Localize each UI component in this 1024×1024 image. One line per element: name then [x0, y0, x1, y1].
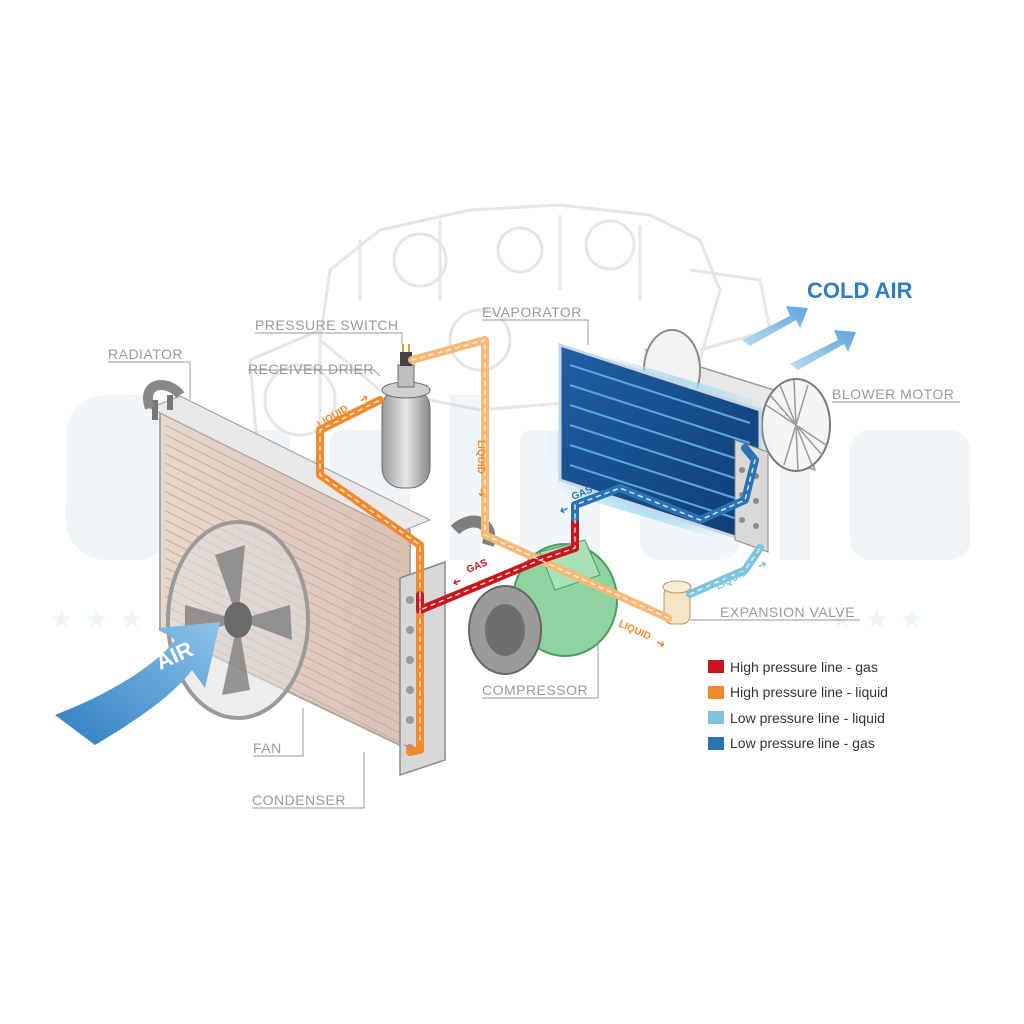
- legend-label: Low pressure line - gas: [730, 735, 875, 752]
- svg-text:★: ★: [865, 605, 888, 635]
- arrow-gas-low: ➜: [557, 502, 570, 518]
- compressor: [450, 515, 618, 675]
- pipe-label-liquid-valve: LIQUID: [617, 619, 652, 643]
- condenser-fin: [164, 424, 401, 544]
- line-legend: High pressure line - gas High pressure l…: [708, 654, 888, 756]
- cold-air-label: COLD AIR: [807, 278, 913, 303]
- callout-leaders: [108, 319, 960, 809]
- arrow-liquid-valve: ➜: [654, 636, 668, 652]
- legend-label: High pressure line - liquid: [730, 684, 888, 701]
- condenser-fin: [164, 453, 401, 572]
- condenser-fin: [164, 481, 401, 601]
- arrow-liquid-drier-out: ➜: [475, 488, 488, 497]
- callout-fan: FAN: [253, 740, 282, 756]
- legend-label: High pressure line - gas: [730, 658, 878, 675]
- refrigerant-lines: [316, 336, 764, 756]
- air-inflow-arrow: [55, 622, 220, 745]
- fan: [166, 520, 310, 720]
- legend-swatch-low-liquid: [708, 711, 724, 725]
- receiver-drier: [381, 364, 431, 489]
- callout-compressor: COMPRESSOR: [482, 682, 589, 698]
- condenser-fin: [164, 434, 401, 553]
- legend-label: Low pressure line - liquid: [730, 709, 885, 726]
- legend-item: Low pressure line - liquid: [708, 705, 888, 731]
- callout-evaporator: EVAPORATOR: [482, 304, 582, 320]
- callout-pressure-switch: PRESSURE SWITCH: [255, 317, 399, 333]
- pipe-label-liquid-drier-out: LIQUID: [475, 440, 486, 474]
- legend-item: High pressure line - liquid: [708, 680, 888, 706]
- pipe-label-liquid-low: LIQUID: [714, 567, 749, 593]
- arrow-gas-high: ➜: [450, 574, 463, 590]
- legend-swatch-high-gas: [708, 660, 724, 674]
- legend-swatch-low-gas: [708, 736, 724, 750]
- svg-text:★: ★: [85, 605, 108, 635]
- callout-expansion-valve: EXPANSION VALVE: [720, 604, 856, 620]
- callout-condenser: CONDENSER: [252, 792, 346, 808]
- arrow-liquid-low: ➜: [755, 557, 769, 573]
- condenser-fin: [164, 443, 401, 563]
- svg-text:★: ★: [900, 605, 923, 635]
- expansion-valve: [662, 580, 692, 625]
- cold-air-arrows: [742, 306, 856, 370]
- legend-swatch-high-liquid: [708, 685, 724, 699]
- pipe-label-gas-high: GAS: [465, 557, 490, 575]
- legend-item: Low pressure line - gas: [708, 731, 888, 757]
- condenser-fin: [164, 462, 401, 582]
- svg-text:★: ★: [120, 605, 143, 635]
- callout-receiver-drier: RECEIVER DRIER: [248, 361, 375, 377]
- callout-blower-motor: BLOWER MOTOR: [832, 386, 955, 402]
- svg-text:★: ★: [50, 605, 73, 635]
- callout-radiator: RADIATOR: [108, 346, 184, 362]
- arrow-liquid-condenser-out: ➜: [401, 738, 414, 753]
- condenser-fin: [164, 472, 401, 591]
- legend-item: High pressure line - gas: [708, 654, 888, 680]
